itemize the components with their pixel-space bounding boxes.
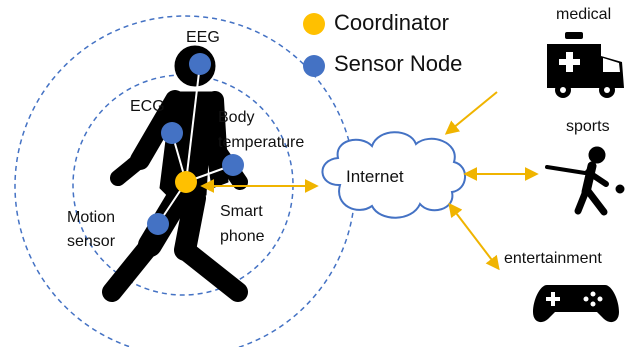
motion-sensor-node: [147, 213, 169, 235]
body-temperature-label-line2: temperature: [218, 134, 305, 151]
ambulance-icon: [547, 32, 624, 98]
smart-phone-label-line2: phone: [220, 228, 265, 245]
motion-sensor-label-line1: Motion: [67, 209, 116, 226]
body-temperature-sensor-node: [222, 154, 244, 176]
internet-label: Internet: [346, 167, 404, 186]
cloud-icon: [321, 131, 466, 219]
ecg-label: ECG: [130, 98, 165, 115]
entertainment-label: entertainment: [504, 250, 602, 267]
ecg-sensor-node: [161, 122, 183, 144]
motion-sensor-label-line2: sensor: [67, 233, 116, 250]
legend-coordinator-label: Coordinator: [334, 10, 449, 35]
legend-sensor-marker: [303, 55, 325, 77]
eeg-sensor-node: [189, 53, 211, 75]
medical-label: medical: [556, 6, 612, 23]
sports-label: sports: [566, 118, 610, 135]
legend-sensor-label: Sensor Node: [334, 51, 463, 76]
eeg-label: EEG: [186, 29, 220, 46]
body-temperature-label-line1: Body: [218, 109, 255, 126]
gamepad-icon: [533, 285, 619, 323]
entertainment-internet-arrow: [448, 202, 500, 271]
baseball-player-icon: [545, 146, 625, 216]
smart-phone-label-line1: Smart: [220, 203, 263, 220]
coordinator-node: [175, 171, 197, 193]
legend-coordinator-marker: [303, 13, 325, 35]
medical-internet-arrow: [444, 91, 498, 135]
